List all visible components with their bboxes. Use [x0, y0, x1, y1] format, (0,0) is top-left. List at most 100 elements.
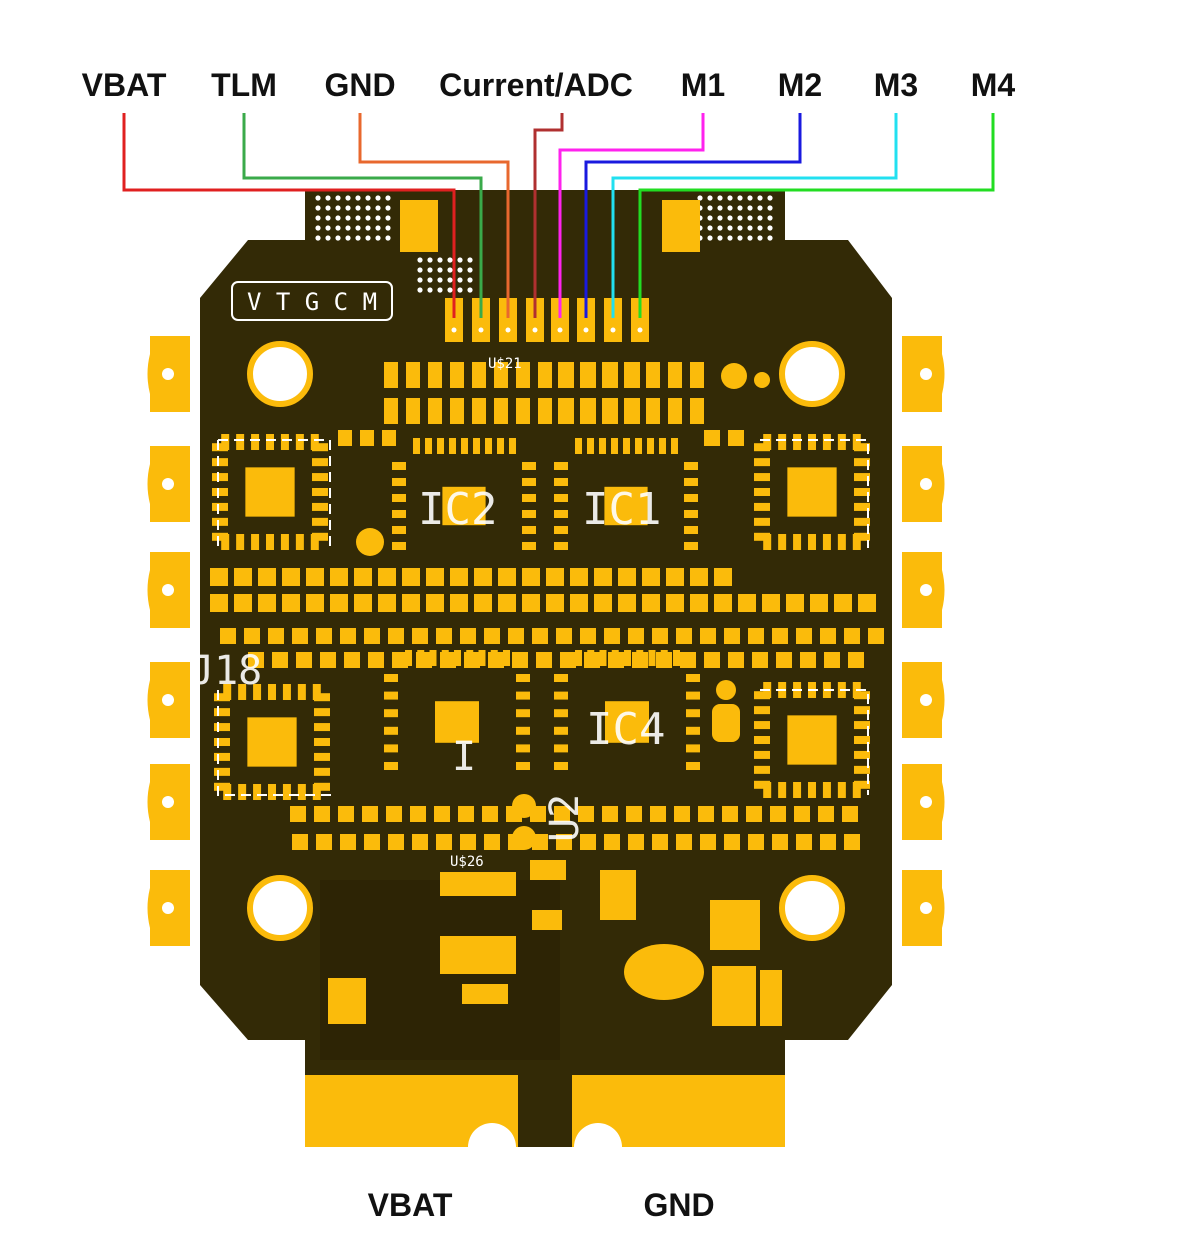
- qfn-bottom-right-pad-left-1: [754, 706, 770, 715]
- via-top-left-2-7: [385, 215, 391, 221]
- cap-row-mid-c-26: [844, 628, 860, 644]
- via-top-right-1-1: [707, 205, 713, 211]
- qfn-top-left-pad-right-0: [312, 443, 328, 452]
- qfn-bottom-left-pad-right-2: [314, 723, 330, 732]
- side-pad-left-via-0: [162, 368, 174, 380]
- via-top-right-4-5: [747, 235, 753, 241]
- via-top-mid-0-5: [467, 257, 473, 263]
- ic1-package-lead-r-0: [684, 462, 698, 470]
- resistor-row-top-a-7: [538, 362, 552, 388]
- ic1-package-lead-l-2: [554, 494, 568, 502]
- qfn-top-left-pad-top-0: [221, 434, 230, 450]
- silk-qfn-outline-bl: [217, 690, 332, 796]
- ic-center-package-lead-l-2: [384, 709, 398, 718]
- cap-row-bot-a-6: [434, 806, 450, 822]
- via-top-mid-0-0: [417, 257, 423, 263]
- cap-row-bot-a-17: [698, 806, 714, 822]
- via-top-left-0-7: [385, 195, 391, 201]
- cap-row-mid-a-15: [570, 568, 588, 586]
- via-top-left-3-7: [385, 225, 391, 231]
- cap-row-bot-b-16: [676, 834, 692, 850]
- qfn-top-left-pad-bot-2: [251, 534, 260, 550]
- cap-row-bot-a-0: [290, 806, 306, 822]
- cap-row-mid-a-20: [690, 568, 708, 586]
- ic2-package-lead-l-3: [392, 510, 406, 518]
- pin-label-current-adc: Current/ADC: [439, 67, 633, 103]
- ic2-package-lead-t-6: [485, 438, 492, 454]
- silk-qfn-outline-tr: [760, 439, 869, 548]
- reg-pad-g: [710, 900, 760, 950]
- cap-row-mid-c-14: [556, 628, 572, 644]
- qfn-top-right-pad-top-0: [763, 434, 772, 450]
- header-pin-3: [526, 298, 544, 342]
- resistor-row-top-a-1: [406, 362, 420, 388]
- via-top-left-1-0: [315, 205, 321, 211]
- via-top-right-0-2: [717, 195, 723, 201]
- ic-center-package-lead-r-3: [516, 726, 530, 735]
- via-top-right-2-5: [747, 215, 753, 221]
- cap-row-mid-d-22: [776, 652, 792, 668]
- cap-row-mid-c-15: [580, 628, 596, 644]
- qfn-top-left-pad-top-4: [280, 434, 289, 450]
- qfn-top-right-pad-top-4: [822, 434, 831, 450]
- cap-row-mid-b-2: [258, 594, 276, 612]
- ic2-package-lead-r-0: [522, 462, 536, 470]
- cap-row-bot-b-0: [292, 834, 308, 850]
- via-top-left-4-5: [365, 235, 371, 241]
- cap-row-mid-b-4: [306, 594, 324, 612]
- ic4-package-tab: [605, 701, 649, 743]
- qfn-bottom-left-pad-right-6: [314, 782, 330, 791]
- cap-row-bot-b-2: [340, 834, 356, 850]
- qfn-top-left-pad-right-1: [312, 458, 328, 467]
- header-pin-5: [577, 298, 595, 342]
- cap-row-mid-b-17: [618, 594, 636, 612]
- resistor-row-top-a-5: [494, 362, 508, 388]
- side-pad-right-via-1: [920, 478, 932, 490]
- qfn-bottom-left-pad-left-6: [214, 782, 230, 791]
- cap-row-bot-b-6: [436, 834, 452, 850]
- side-pad-right-via-5: [920, 902, 932, 914]
- leader-wire-gnd: [358, 113, 510, 318]
- qfn-top-right-pad-right-2: [854, 473, 870, 482]
- leader-wire-m4: [638, 113, 995, 318]
- cap-row-mid-d-15: [608, 652, 624, 668]
- cap-row-mid-b-20: [690, 594, 708, 612]
- cap-row-mid-a-12: [498, 568, 516, 586]
- qfn-bottom-left-pad-right-1: [314, 708, 330, 717]
- cap-row-mid-d-17: [656, 652, 672, 668]
- ic-center-package-lead-t-4: [454, 650, 461, 666]
- cap-row-mid-c-25: [820, 628, 836, 644]
- cap-row-mid-a-18: [642, 568, 660, 586]
- qfn-bottom-left-pad-left-0: [214, 693, 230, 702]
- qfn-bottom-right-pad-right-5: [854, 765, 870, 774]
- via-top-mid-1-0: [417, 267, 423, 273]
- resistor-row-top-b-2: [428, 398, 442, 424]
- pin-label-m4: M4: [971, 67, 1016, 103]
- qfn-bottom-right-pad-bot-3: [808, 782, 816, 798]
- via-top-right-3-5: [747, 225, 753, 231]
- ic4-package-lead-l-0: [554, 674, 568, 682]
- cap-row-mid-d-24: [824, 652, 840, 668]
- ic-center-package-lead-r-1: [516, 691, 530, 700]
- reg-pad-j: [328, 978, 366, 1024]
- silk-header-text: V T G C M: [247, 288, 377, 316]
- ic-center-package-tab: [435, 701, 479, 743]
- ic4-package-lead-r-5: [686, 762, 700, 770]
- header-pin-4: [551, 298, 569, 342]
- cap-col-b-1: [728, 430, 744, 446]
- reg-pad-d: [530, 860, 566, 880]
- header-pin-via-0: [451, 327, 457, 333]
- via-top-mid-2-3: [447, 277, 453, 283]
- mounting-hole-bottom-right: [779, 875, 845, 941]
- qfn-bottom-right-pad-bot-4: [822, 782, 831, 798]
- qfn-top-left-pad-left-2: [212, 473, 228, 482]
- cap-row-mid-c-6: [364, 628, 380, 644]
- motor-side-pads: [147, 336, 945, 946]
- resistor-row-top-b-1: [406, 398, 420, 424]
- via-top-left-3-6: [375, 225, 381, 231]
- cap-row-bot-a-3: [362, 806, 378, 822]
- qfn-top-left-pad-bot-4: [280, 534, 289, 550]
- resistor-row-top-d-0: [558, 398, 572, 424]
- ic4-package-lead-t-8: [673, 650, 680, 666]
- qfn-bottom-left-pad-bot-6: [312, 784, 321, 800]
